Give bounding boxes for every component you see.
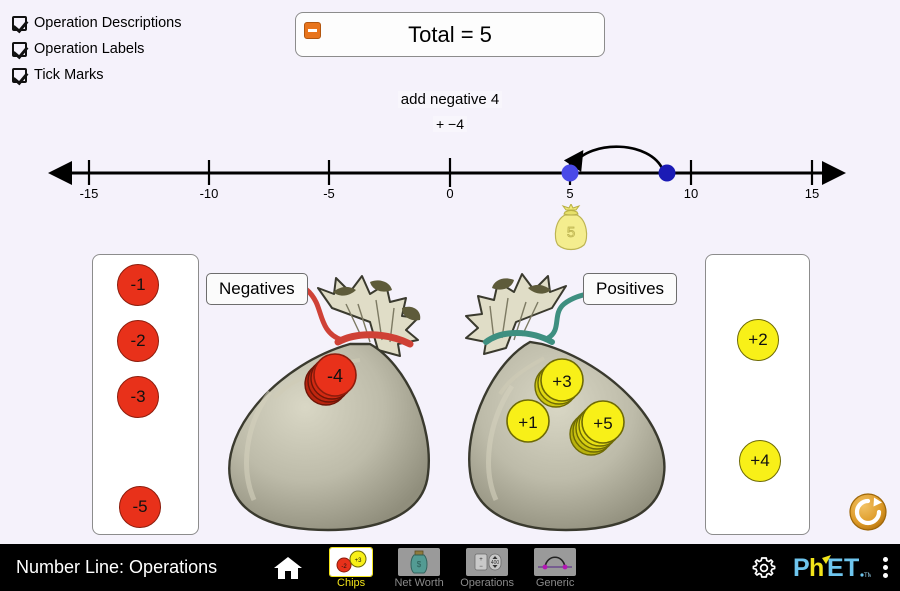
operation-description: add negative 4 xyxy=(0,91,900,108)
jar-icon: $ xyxy=(398,548,441,576)
svg-text:+3: +3 xyxy=(355,558,363,564)
positive-chip-storage-panel: +2 +4 xyxy=(705,254,810,535)
checkbox-label: Tick Marks xyxy=(34,67,104,83)
chip-label: +5 xyxy=(593,414,612,433)
chip-positive-4[interactable]: +4 xyxy=(731,440,781,492)
money-bag-value: 5 xyxy=(567,224,575,241)
checkbox-panel: Operation Descriptions Operation Labels … xyxy=(12,10,182,88)
simulation-title: Number Line: Operations xyxy=(16,557,218,577)
chip-label: -4 xyxy=(327,366,343,386)
negative-chip-storage-panel: -1 -2 -3 -5 xyxy=(92,254,199,544)
positives-bag[interactable]: +1 +3 +5 xyxy=(452,272,682,534)
tab-label: Operations xyxy=(460,577,515,589)
phet-logo[interactable]: P h E T TM xyxy=(793,554,871,582)
svg-text:h: h xyxy=(809,554,824,582)
negatives-bag-label[interactable]: Negatives xyxy=(206,273,308,305)
home-icon[interactable] xyxy=(273,555,303,581)
tick-label: -15 xyxy=(79,186,99,201)
svg-text:E: E xyxy=(827,554,844,582)
checkbox-icon xyxy=(12,15,27,31)
tick-label: 5 xyxy=(566,186,574,201)
checkbox-icon xyxy=(12,41,27,57)
svg-text:+: + xyxy=(479,557,483,563)
spinner-icon: + − 400 xyxy=(466,548,509,576)
tab-label: Net Worth xyxy=(394,577,444,589)
gear-icon[interactable] xyxy=(751,555,777,581)
svg-text:T: T xyxy=(844,554,859,582)
chip-in-bag-positive-5[interactable]: +5 xyxy=(569,400,625,456)
checkbox-tick-marks[interactable]: Tick Marks xyxy=(12,62,182,88)
chip-negative-1[interactable]: -1 xyxy=(117,264,159,306)
screen-tabs: -2 +3 Chips $ Net Worth xyxy=(317,544,589,591)
checkbox-label: Operation Descriptions xyxy=(34,15,182,31)
tab-operations[interactable]: + − 400 Operations xyxy=(453,548,521,591)
chip-negative-2[interactable]: -2 xyxy=(115,320,159,366)
tick-label: 10 xyxy=(683,186,699,201)
checkbox-operation-descriptions[interactable]: Operation Descriptions xyxy=(12,10,182,36)
chip-negative-3[interactable]: -3 xyxy=(109,376,159,428)
tab-chips[interactable]: -2 +3 Chips xyxy=(317,547,385,591)
tab-generic[interactable]: Generic xyxy=(521,548,589,591)
tab-label: Chips xyxy=(337,577,366,589)
checkbox-operation-labels[interactable]: Operation Labels xyxy=(12,36,182,62)
svg-text:P: P xyxy=(793,554,810,582)
positives-bag-label[interactable]: Positives xyxy=(583,273,678,305)
chip-in-bag-positive-3[interactable]: +3 xyxy=(534,358,584,408)
navbar-right-controls: P h E T TM xyxy=(751,554,900,582)
kebab-menu-icon[interactable] xyxy=(883,557,888,578)
tick-label: -5 xyxy=(323,186,335,201)
svg-text:$: $ xyxy=(417,560,422,569)
navigation-bar: Number Line: Operations -2 +3 Chips xyxy=(0,544,900,591)
tick-label: 0 xyxy=(446,186,454,201)
tab-label: Generic xyxy=(535,577,575,589)
operation-label: + −4 xyxy=(0,116,900,132)
tick-label: -10 xyxy=(199,186,219,201)
chips-icon: -2 +3 xyxy=(329,547,374,577)
chip-in-bag-positive-1[interactable]: +1 xyxy=(506,399,550,443)
reset-all-button[interactable] xyxy=(849,493,887,531)
tab-net-worth[interactable]: $ Net Worth xyxy=(385,548,453,591)
tick-label: 15 xyxy=(804,186,820,201)
svg-text:400: 400 xyxy=(491,560,500,566)
chip-in-bag-negative-4[interactable]: -4 xyxy=(304,353,357,406)
arc-icon xyxy=(534,548,577,576)
total-accordion-box: Total = 5 xyxy=(295,12,605,57)
checkbox-icon xyxy=(12,67,27,83)
start-point-marker xyxy=(658,164,676,182)
number-line[interactable] xyxy=(0,140,900,210)
total-value-text: Total = 5 xyxy=(408,21,492,47)
current-point-marker xyxy=(561,164,579,182)
svg-text:TM: TM xyxy=(864,573,871,579)
chip-negative-5[interactable]: -5 xyxy=(105,486,161,544)
money-bag-marker[interactable]: 5 xyxy=(549,204,593,252)
operation-arc xyxy=(563,145,665,172)
svg-text:−: − xyxy=(479,564,483,570)
chip-positive-2[interactable]: +2 xyxy=(735,319,779,365)
svg-text:-2: -2 xyxy=(341,564,347,570)
chip-label: +3 xyxy=(552,372,571,391)
chip-label: +1 xyxy=(518,413,537,432)
checkbox-label: Operation Labels xyxy=(34,41,145,57)
minus-icon[interactable] xyxy=(304,22,321,39)
negatives-bag[interactable]: -4 xyxy=(210,272,440,534)
